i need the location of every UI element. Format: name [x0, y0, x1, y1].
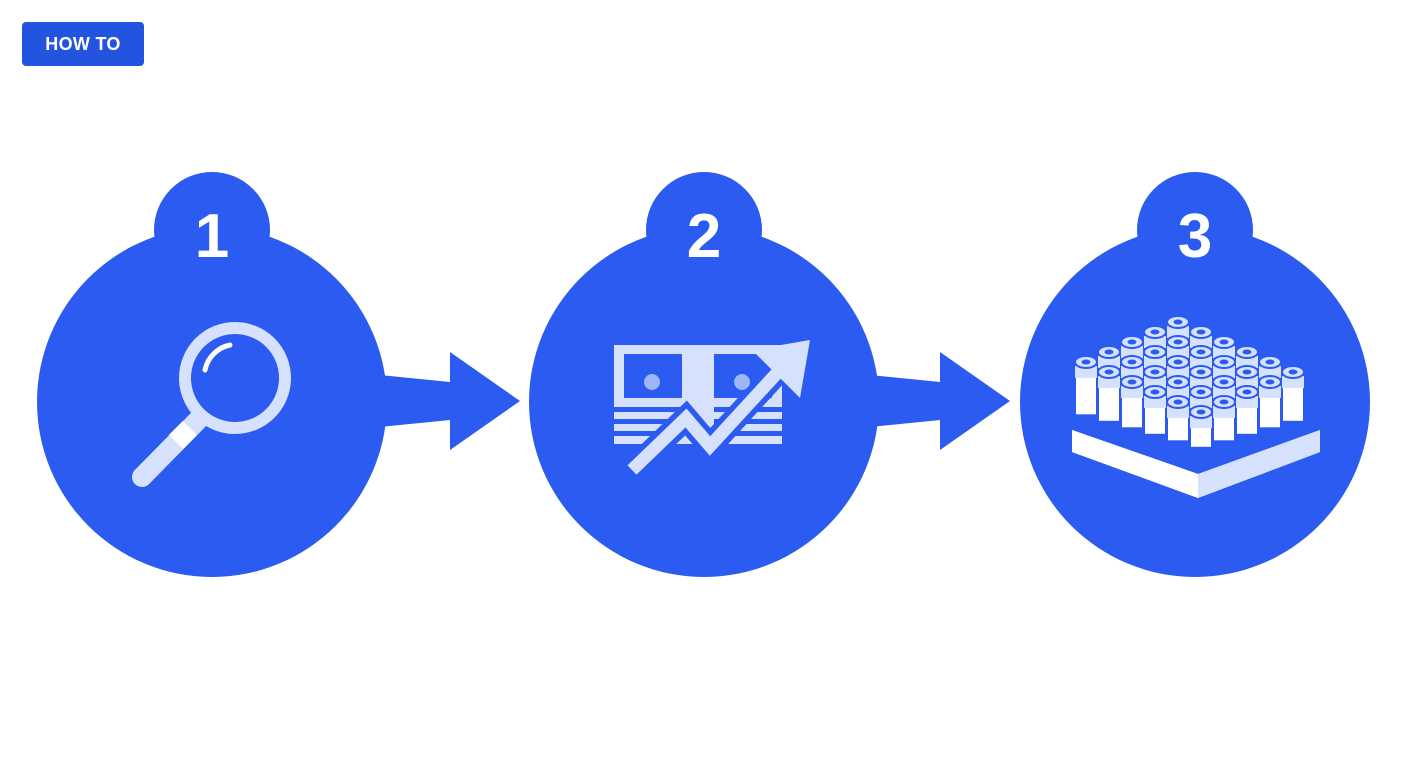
battery-cell	[1074, 355, 1098, 417]
battery-cell	[1281, 365, 1305, 423]
battery-pack-icon	[1072, 315, 1320, 498]
magnifying-glass-icon	[132, 322, 291, 487]
step-3-number: 3	[1178, 202, 1212, 271]
step-3: 3	[1020, 172, 1370, 577]
battery-cell	[1212, 395, 1236, 443]
how-to-badge[interactable]: HOW TO	[22, 22, 144, 66]
connector-arrow-2-3	[860, 352, 1010, 450]
battery-cell	[1143, 385, 1167, 436]
battery-cell	[1235, 385, 1259, 436]
battery-cells	[1074, 315, 1305, 449]
step-2-number: 2	[687, 202, 721, 271]
money-growth-icon	[614, 340, 810, 479]
battery-cell	[1166, 395, 1190, 443]
connector-arrow-1-2	[370, 352, 520, 450]
arrow-right-icon	[860, 352, 1010, 450]
step-1: 1	[37, 172, 387, 577]
battery-cell	[1258, 375, 1282, 430]
battery-cell	[1120, 375, 1144, 430]
step-1-number: 1	[195, 202, 229, 271]
step-2: 2	[529, 172, 879, 577]
battery-cell	[1097, 365, 1121, 423]
arrow-right-icon	[370, 352, 520, 450]
battery-cell	[1189, 405, 1213, 449]
